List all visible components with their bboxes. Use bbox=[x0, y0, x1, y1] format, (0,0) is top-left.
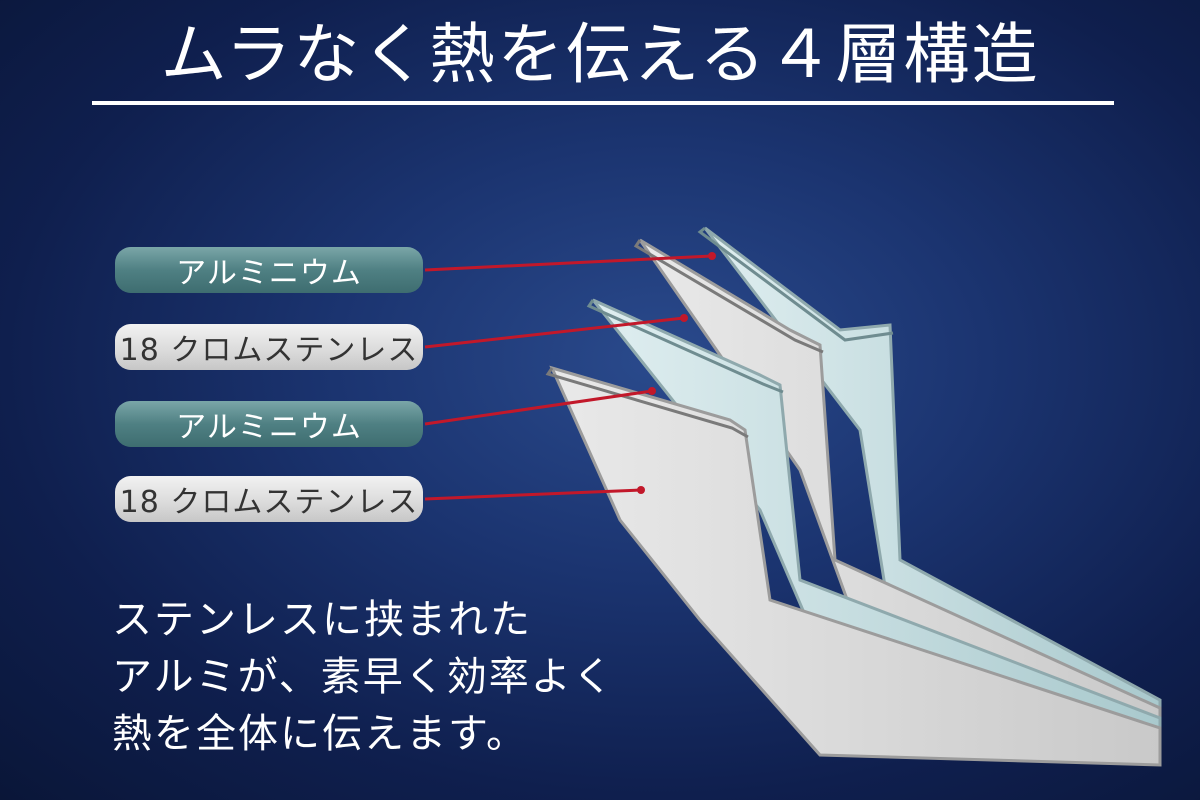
leader-dot-2 bbox=[680, 314, 688, 322]
layer-label-aluminum-1: アルミニウム bbox=[115, 247, 423, 293]
layer-label-stainless-1: 18 クロムステンレス bbox=[115, 324, 423, 370]
description-line: ステンレスに挟まれた bbox=[112, 597, 532, 643]
layer-sheet-stainless-outer bbox=[638, 238, 1162, 747]
layer-sheet-aluminum-inner bbox=[591, 298, 1162, 757]
layer-label-aluminum-2: アルミニウム bbox=[115, 401, 423, 447]
leader-dot-3 bbox=[648, 387, 656, 395]
title-underline bbox=[92, 101, 1114, 105]
layer-label-stainless-2: 18 クロムステンレス bbox=[115, 476, 423, 522]
description-text: ステンレスに挟まれた アルミが、素早く効率よく 熱を全体に伝えます。 bbox=[112, 592, 615, 763]
leader-dot-1 bbox=[708, 252, 716, 260]
leader-line-3 bbox=[424, 389, 653, 426]
description-line: 熱を全体に伝えます。 bbox=[112, 711, 528, 757]
page-title: ムラなく熱を伝える４層構造 bbox=[160, 16, 1040, 93]
leader-line-4 bbox=[424, 488, 642, 501]
layer-sheet-stainless-inner bbox=[549, 365, 1162, 767]
leader-line-2 bbox=[424, 316, 685, 349]
leader-line-1 bbox=[424, 254, 713, 272]
description-line: アルミが、素早く効率よく bbox=[112, 654, 615, 700]
leader-dot-4 bbox=[637, 486, 645, 494]
